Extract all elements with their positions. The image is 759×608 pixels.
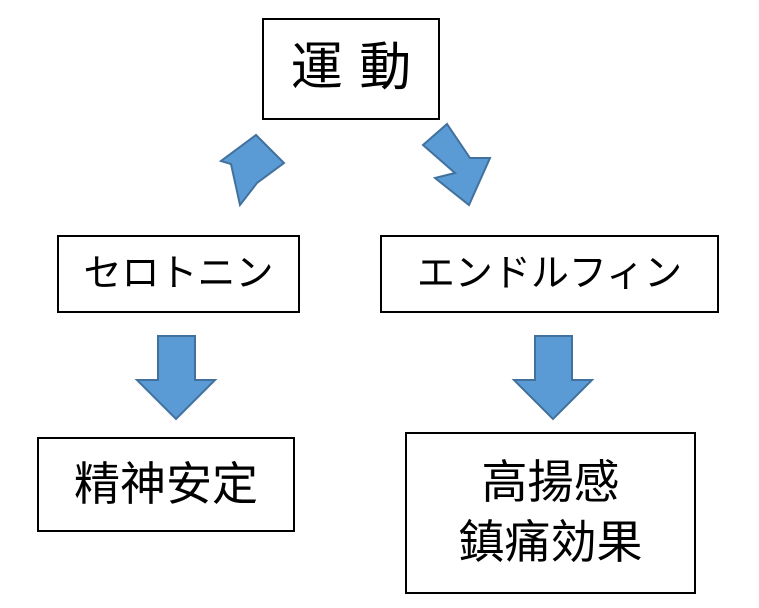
arrow-exercise-to-serotonin xyxy=(218,133,286,208)
node-mental-stability-label: 精神安定 xyxy=(74,457,258,512)
node-endorphin-label: エンドルフィン xyxy=(416,251,683,296)
node-exercise: 運 動 xyxy=(262,18,440,120)
node-mental-stability: 精神安定 xyxy=(37,437,295,532)
node-exercise-label: 運 動 xyxy=(290,38,412,99)
node-serotonin-label: セロトニン xyxy=(83,251,274,296)
node-euphoria-analgesia: 高揚感 鎮痛効果 xyxy=(405,432,696,594)
node-endorphin: エンドルフィン xyxy=(380,235,719,313)
arrow-serotonin-to-calm xyxy=(134,335,218,421)
arrow-exercise-to-endorphin xyxy=(421,122,492,207)
node-euphoria-label: 高揚感 xyxy=(481,455,620,510)
node-serotonin: セロトニン xyxy=(57,235,300,313)
node-analgesia-label: 鎮痛効果 xyxy=(458,515,643,569)
arrow-endorphin-to-euphoria xyxy=(511,335,595,421)
